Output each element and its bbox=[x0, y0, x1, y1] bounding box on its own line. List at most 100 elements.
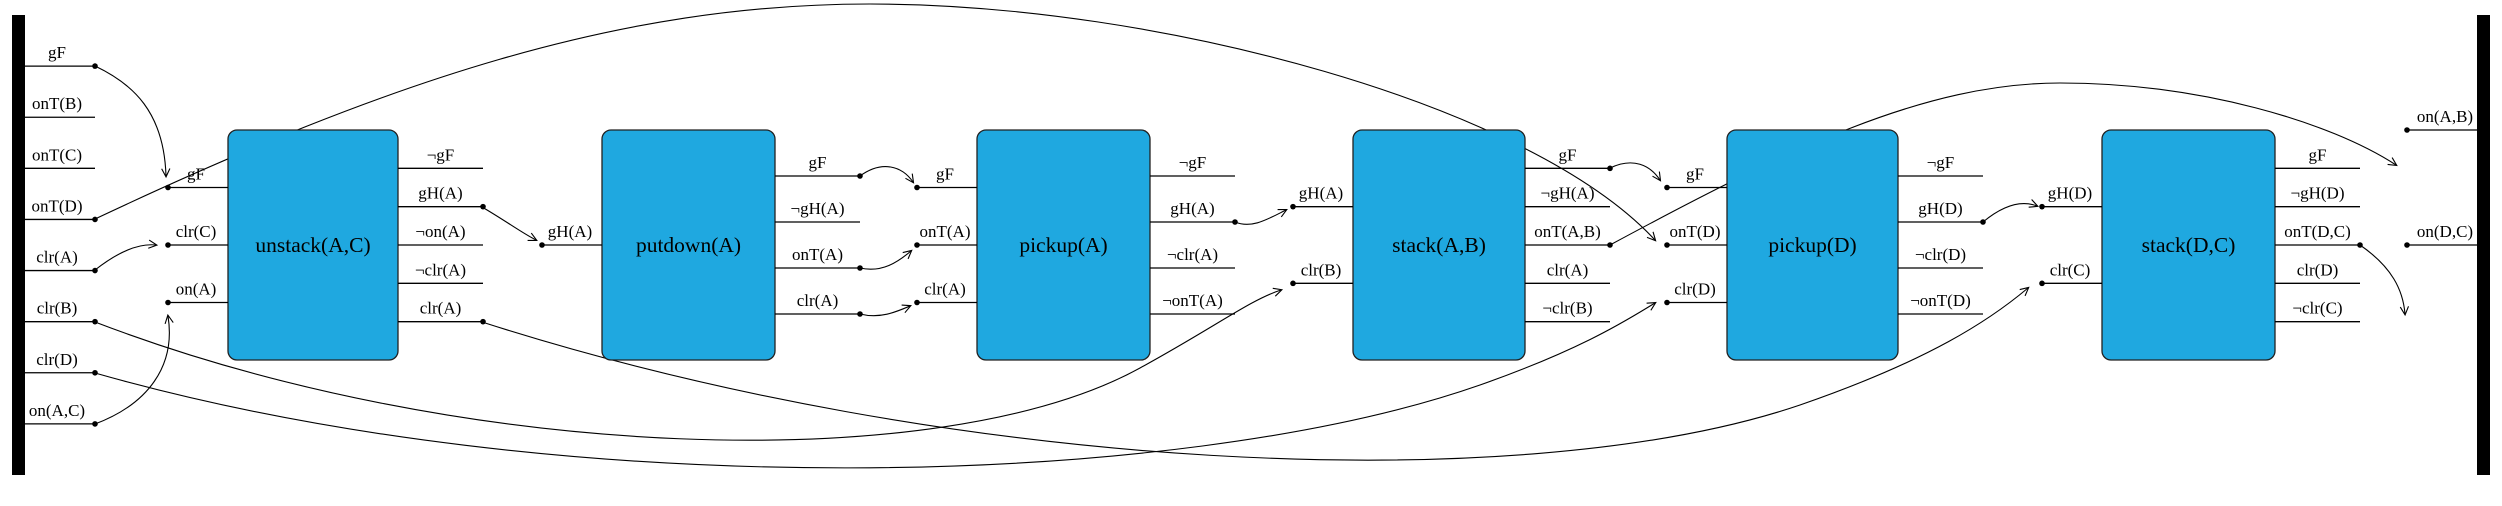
pin-label: ¬clr(A) bbox=[415, 260, 466, 279]
pin-label: gF bbox=[809, 153, 827, 172]
pin-label: clr(D) bbox=[2297, 260, 2339, 279]
pin-label: clr(A) bbox=[420, 299, 462, 318]
action-box-pickup-a: pickup(A)gFonT(A)clr(A)¬gFgH(A)¬clr(A)¬o… bbox=[914, 129, 1238, 361]
causal-link-arrow bbox=[94, 313, 174, 425]
pin-label: ¬clr(A) bbox=[1167, 245, 1218, 264]
wire-junction-dot bbox=[92, 216, 98, 223]
causal-link-arrow bbox=[859, 166, 915, 184]
wire-junction-dot bbox=[857, 311, 863, 317]
action-box-stack-a-b: stack(A,B)gH(A)clr(B)gF¬gH(A)onT(A,B)clr… bbox=[1290, 129, 1613, 361]
pin-label: on(A,C) bbox=[29, 401, 85, 420]
causal-link-arrow bbox=[94, 3, 1657, 242]
wire-junction-dot bbox=[2039, 203, 2045, 210]
pin-label: ¬gF bbox=[1179, 153, 1207, 172]
wire-junction-dot bbox=[1664, 242, 1670, 248]
wire-junction-dot bbox=[92, 267, 98, 274]
wire-junction-dot bbox=[92, 318, 98, 325]
causal-link-arrow bbox=[94, 287, 1284, 441]
pin-label: ¬onT(D) bbox=[1910, 291, 1971, 310]
pin-label: onT(B) bbox=[32, 94, 82, 113]
pin-label: on(A) bbox=[176, 280, 217, 299]
goal-state-bar: on(A,B) on(D,C) bbox=[2404, 15, 2490, 475]
pin-label: gF bbox=[1559, 145, 1577, 164]
causal-link-arrow bbox=[859, 249, 913, 270]
pin-label: gH(A) bbox=[548, 222, 592, 241]
pin-label: clr(A) bbox=[797, 291, 839, 310]
wire-junction-dot bbox=[1232, 219, 1238, 225]
pin-label: on(D,C) bbox=[2417, 222, 2473, 241]
pin-label: gF bbox=[2309, 145, 2327, 164]
wire-junction-dot bbox=[165, 184, 171, 191]
action-name: putdown(A) bbox=[636, 233, 741, 257]
pin-label: ¬gF bbox=[1927, 153, 1955, 172]
pin-label: clr(B) bbox=[1301, 260, 1342, 279]
action-box-putdown-a: putdown(A)gH(A)gF¬gH(A)onT(A)clr(A) bbox=[539, 129, 863, 361]
wire-junction-dot bbox=[92, 369, 98, 376]
causal-link-arrow bbox=[1982, 199, 2040, 223]
pin-label: ¬gH(A) bbox=[1541, 184, 1595, 203]
causal-link-arrow bbox=[94, 65, 171, 179]
pin-label: onT(A,B) bbox=[1534, 222, 1601, 241]
wire-junction-dot bbox=[480, 203, 486, 210]
pin-label: ¬gF bbox=[427, 145, 455, 164]
causal-link-arrow bbox=[1609, 162, 1662, 182]
action-name: stack(D,C) bbox=[2142, 233, 2236, 257]
pin-label: clr(B) bbox=[37, 299, 78, 318]
wire-junction-dot bbox=[2404, 242, 2410, 248]
action-name: unstack(A,C) bbox=[255, 233, 370, 257]
wire-junction-dot bbox=[1980, 219, 1986, 225]
pin-label: onT(A) bbox=[920, 222, 971, 241]
pin-label: ¬clr(C) bbox=[2292, 299, 2342, 318]
pin-label: clr(A) bbox=[36, 248, 78, 267]
pin-label: on(A,B) bbox=[2417, 107, 2473, 126]
pin-label: gH(A) bbox=[1170, 199, 1214, 218]
causal-link-arrow bbox=[1234, 209, 1288, 225]
wire-junction-dot bbox=[480, 318, 486, 325]
wire-junction-dot bbox=[857, 173, 863, 179]
wire-junction-dot bbox=[92, 63, 98, 69]
wire-junction-dot bbox=[1607, 242, 1613, 248]
pin-label: clr(D) bbox=[36, 350, 78, 369]
pin-label: clr(D) bbox=[1674, 280, 1716, 299]
wire-junction-dot bbox=[857, 265, 863, 271]
causal-link-arrow bbox=[481, 286, 2030, 461]
wire-junction-dot bbox=[2039, 280, 2045, 287]
pin-label: clr(C) bbox=[176, 222, 217, 241]
pin-label: ¬onT(A) bbox=[1162, 291, 1223, 310]
wire-junction-dot bbox=[1664, 184, 1670, 191]
wire-junction-dot bbox=[165, 242, 171, 248]
pin-label: onT(D) bbox=[32, 196, 83, 215]
pin-label: gH(A) bbox=[418, 184, 462, 203]
action-box-stack-d-c: stack(D,C)gH(D)clr(C)gF¬gH(D)onT(D,C)clr… bbox=[2039, 129, 2363, 361]
wire-junction-dot bbox=[539, 242, 545, 248]
pin-label: clr(A) bbox=[924, 280, 966, 299]
action-name: pickup(A) bbox=[1019, 233, 1107, 257]
wire-junction-dot bbox=[1607, 165, 1613, 172]
pin-label: onT(C) bbox=[32, 145, 82, 164]
wire-junction-dot bbox=[165, 299, 171, 306]
pin-label: ¬on(A) bbox=[415, 222, 465, 241]
action-box-pickup-d: pickup(D)gFonT(D)clr(D)¬gFgH(D)¬clr(D)¬o… bbox=[1664, 129, 1986, 361]
wire-junction-dot bbox=[1664, 299, 1670, 306]
wire-junction-dot bbox=[1290, 203, 1296, 210]
action-box-unstack-a-c: unstack(A,C)gFclr(C)on(A)¬gFgH(A)¬on(A)¬… bbox=[165, 129, 486, 361]
wire-junction-dot bbox=[1290, 280, 1296, 287]
causal-link-arrow bbox=[2359, 244, 2410, 317]
wire-junction-dot bbox=[914, 242, 920, 248]
goal-state-wall bbox=[2477, 15, 2490, 475]
pin-label: ¬gH(D) bbox=[2291, 184, 2345, 203]
wire-junction-dot bbox=[2357, 242, 2363, 248]
causal-link-arrow bbox=[481, 206, 538, 241]
pin-label: onT(D,C) bbox=[2284, 222, 2351, 241]
causal-link-arrow bbox=[94, 301, 1657, 469]
pin-label: clr(C) bbox=[2050, 260, 2091, 279]
pin-label: ¬clr(D) bbox=[1915, 245, 1966, 264]
causal-link-arrow bbox=[94, 239, 159, 271]
pin-label: ¬gH(A) bbox=[791, 199, 845, 218]
wire-junction-dot bbox=[2404, 127, 2410, 133]
pin-label: gF bbox=[48, 43, 66, 62]
action-name: stack(A,B) bbox=[1392, 233, 1486, 257]
initial-state-bar: gF onT(B) onT(C) onT(D) clr(A) clr(B) clr(D) on… bbox=[12, 15, 98, 475]
